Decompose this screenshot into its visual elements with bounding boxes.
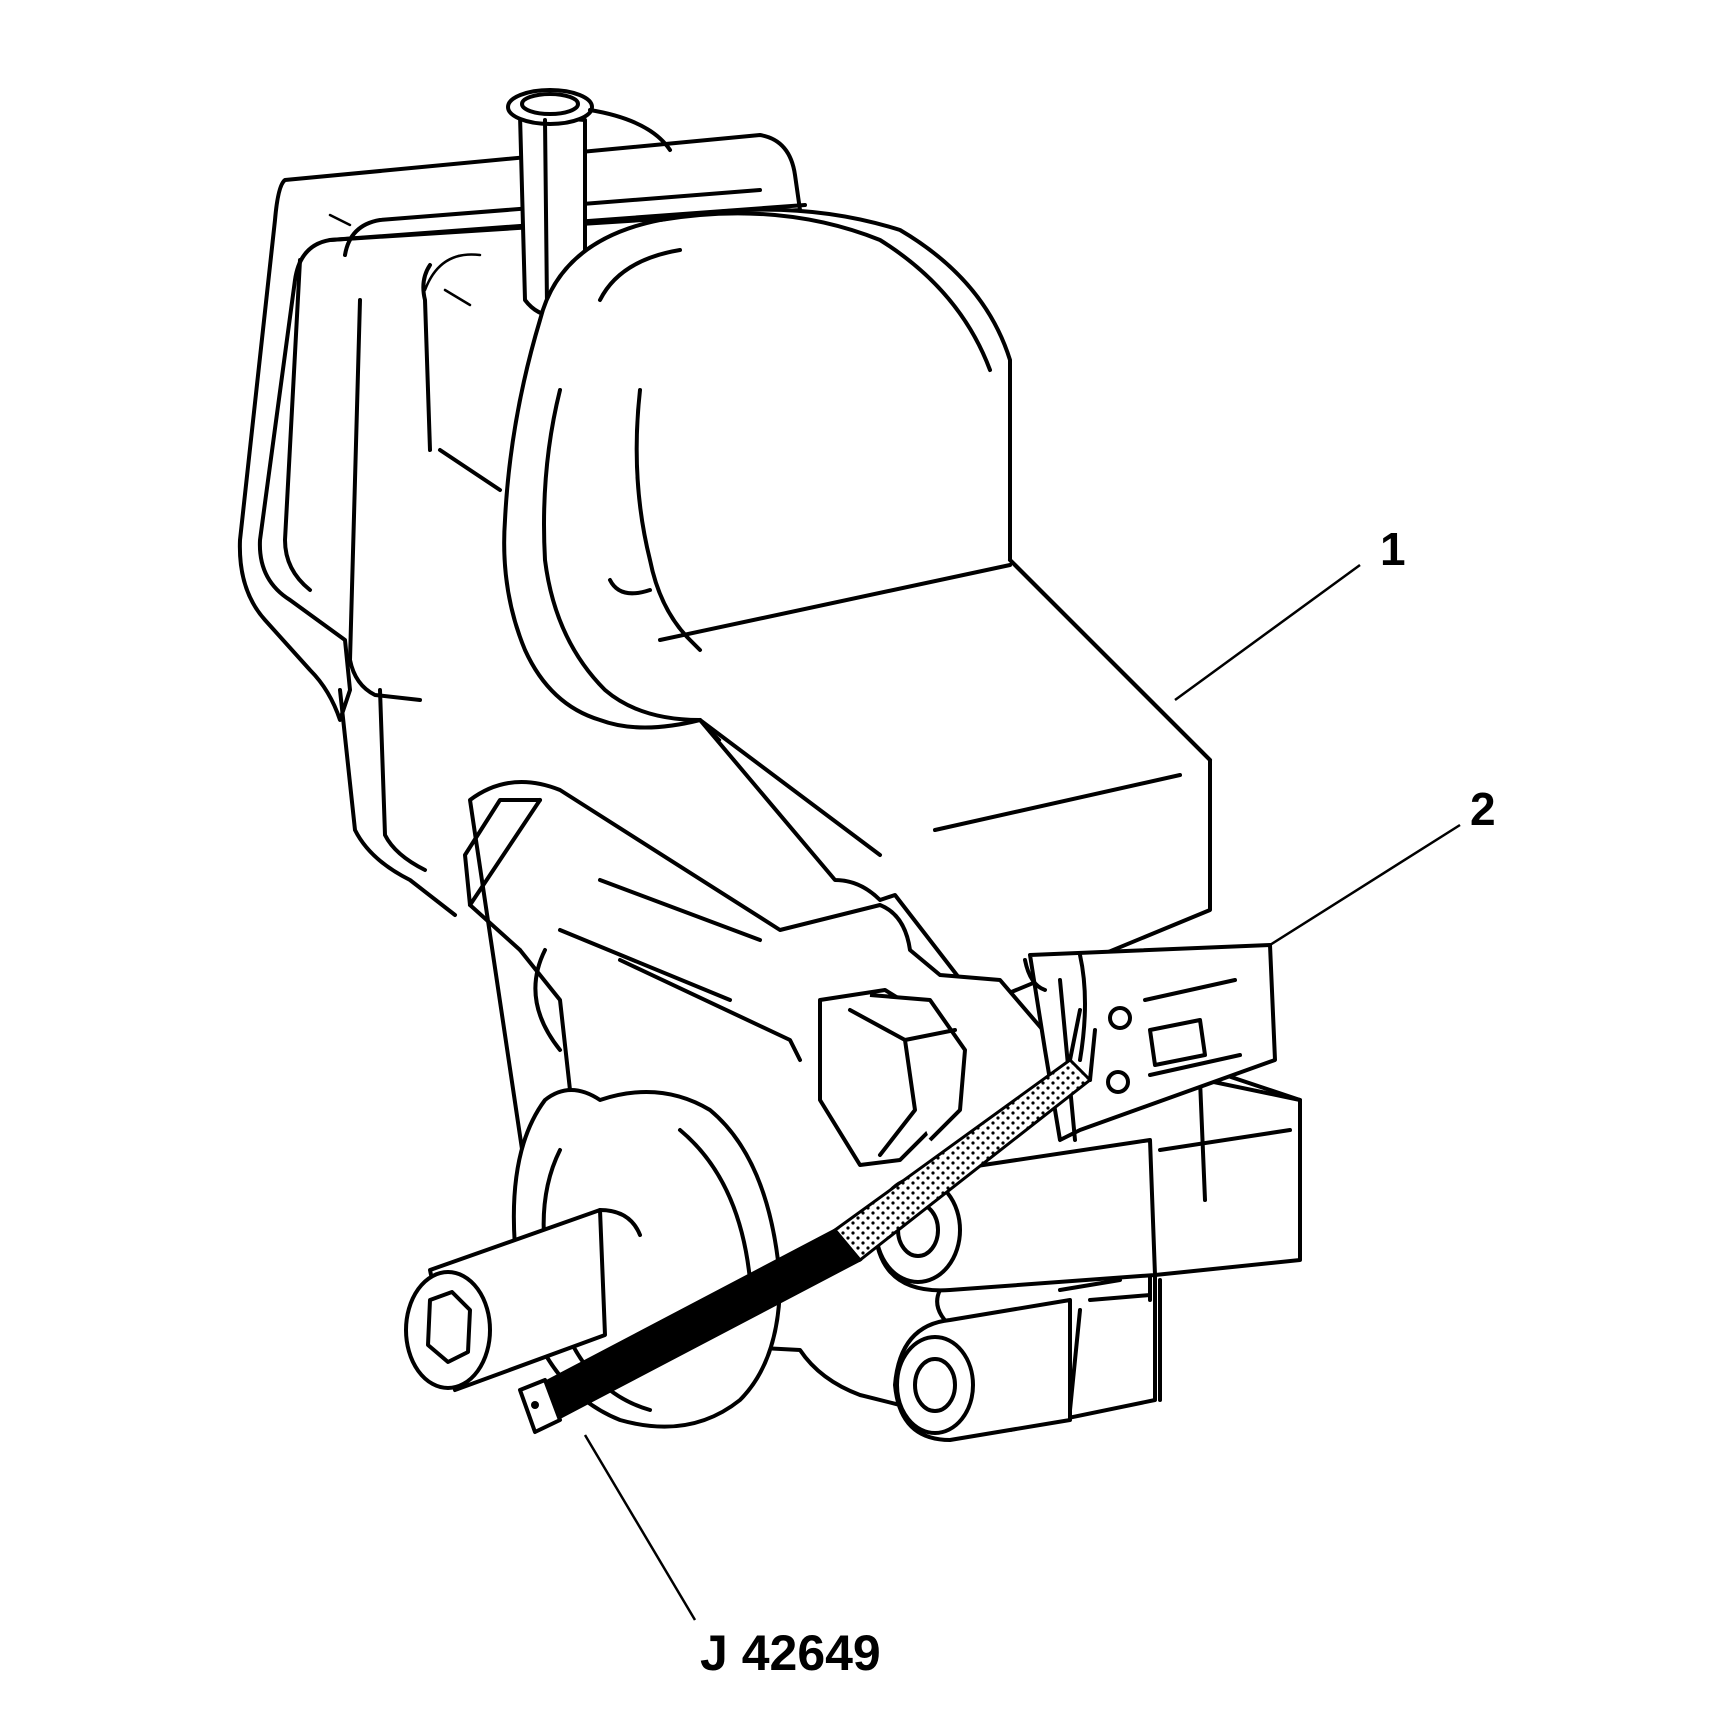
leader-line-1 xyxy=(1174,563,1361,702)
leader-line-2 xyxy=(1269,823,1461,947)
callout-1: 1 xyxy=(1380,523,1406,575)
callout-2: 2 xyxy=(1470,783,1496,835)
tool-number-label: J 42649 xyxy=(700,1625,881,1681)
bolt xyxy=(818,988,967,1167)
leader-lines xyxy=(583,563,1461,1621)
pump-body xyxy=(502,207,1212,1007)
tension-tool-strap xyxy=(518,1008,1097,1434)
leader-line-tool xyxy=(583,1434,697,1621)
